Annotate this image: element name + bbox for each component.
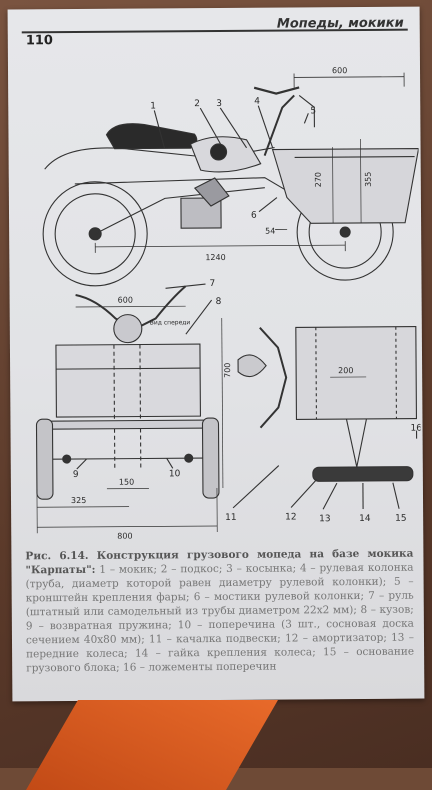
callout-2: 2 [194,99,200,109]
callout-8: 8 [216,297,222,307]
dim-700: 700 [223,363,232,378]
callout-12: 12 [285,512,297,522]
view-label: Вид спереди [150,319,191,326]
rear-wheel [42,181,148,287]
callout-11: 11 [225,513,237,523]
callout-3: 3 [216,99,222,109]
callout-13: 13 [319,514,331,524]
technical-drawing: 600 270 355 1240 54 600 Вид спереди 700 … [35,66,421,540]
callout-9: 9 [73,470,79,480]
page-number: 110 [25,33,54,49]
dim-150: 150 [119,478,134,487]
callout-5: 5 [310,106,316,116]
dim-54: 54 [265,227,275,236]
dim-325: 325 [71,496,86,505]
callout-16: 16 [410,424,421,434]
dim-800: 800 [117,532,132,540]
dim-200: 200 [338,366,353,375]
callout-4: 4 [254,97,260,107]
callout-6: 6 [251,211,257,221]
callout-15: 15 [395,514,407,524]
dim-355: 355 [364,172,373,187]
caption-body: 1 – мокик; 2 – подкос; 3 – косынка; 4 – … [25,561,415,675]
dim-270: 270 [314,172,323,187]
running-head: Мопеды, мокики [276,15,404,32]
callout-14: 14 [359,514,371,524]
callout-7: 7 [209,279,215,289]
callout-10: 10 [169,469,181,479]
dim-1240: 1240 [205,253,225,262]
callout-1: 1 [150,101,156,111]
dim-600-handlebar: 600 [118,296,133,305]
book-page: 110 Мопеды, мокики [7,6,425,702]
figure-caption: Рис. 6.14. Конструкция грузового мопеда … [25,547,414,676]
dim-600-top: 600 [332,66,347,75]
